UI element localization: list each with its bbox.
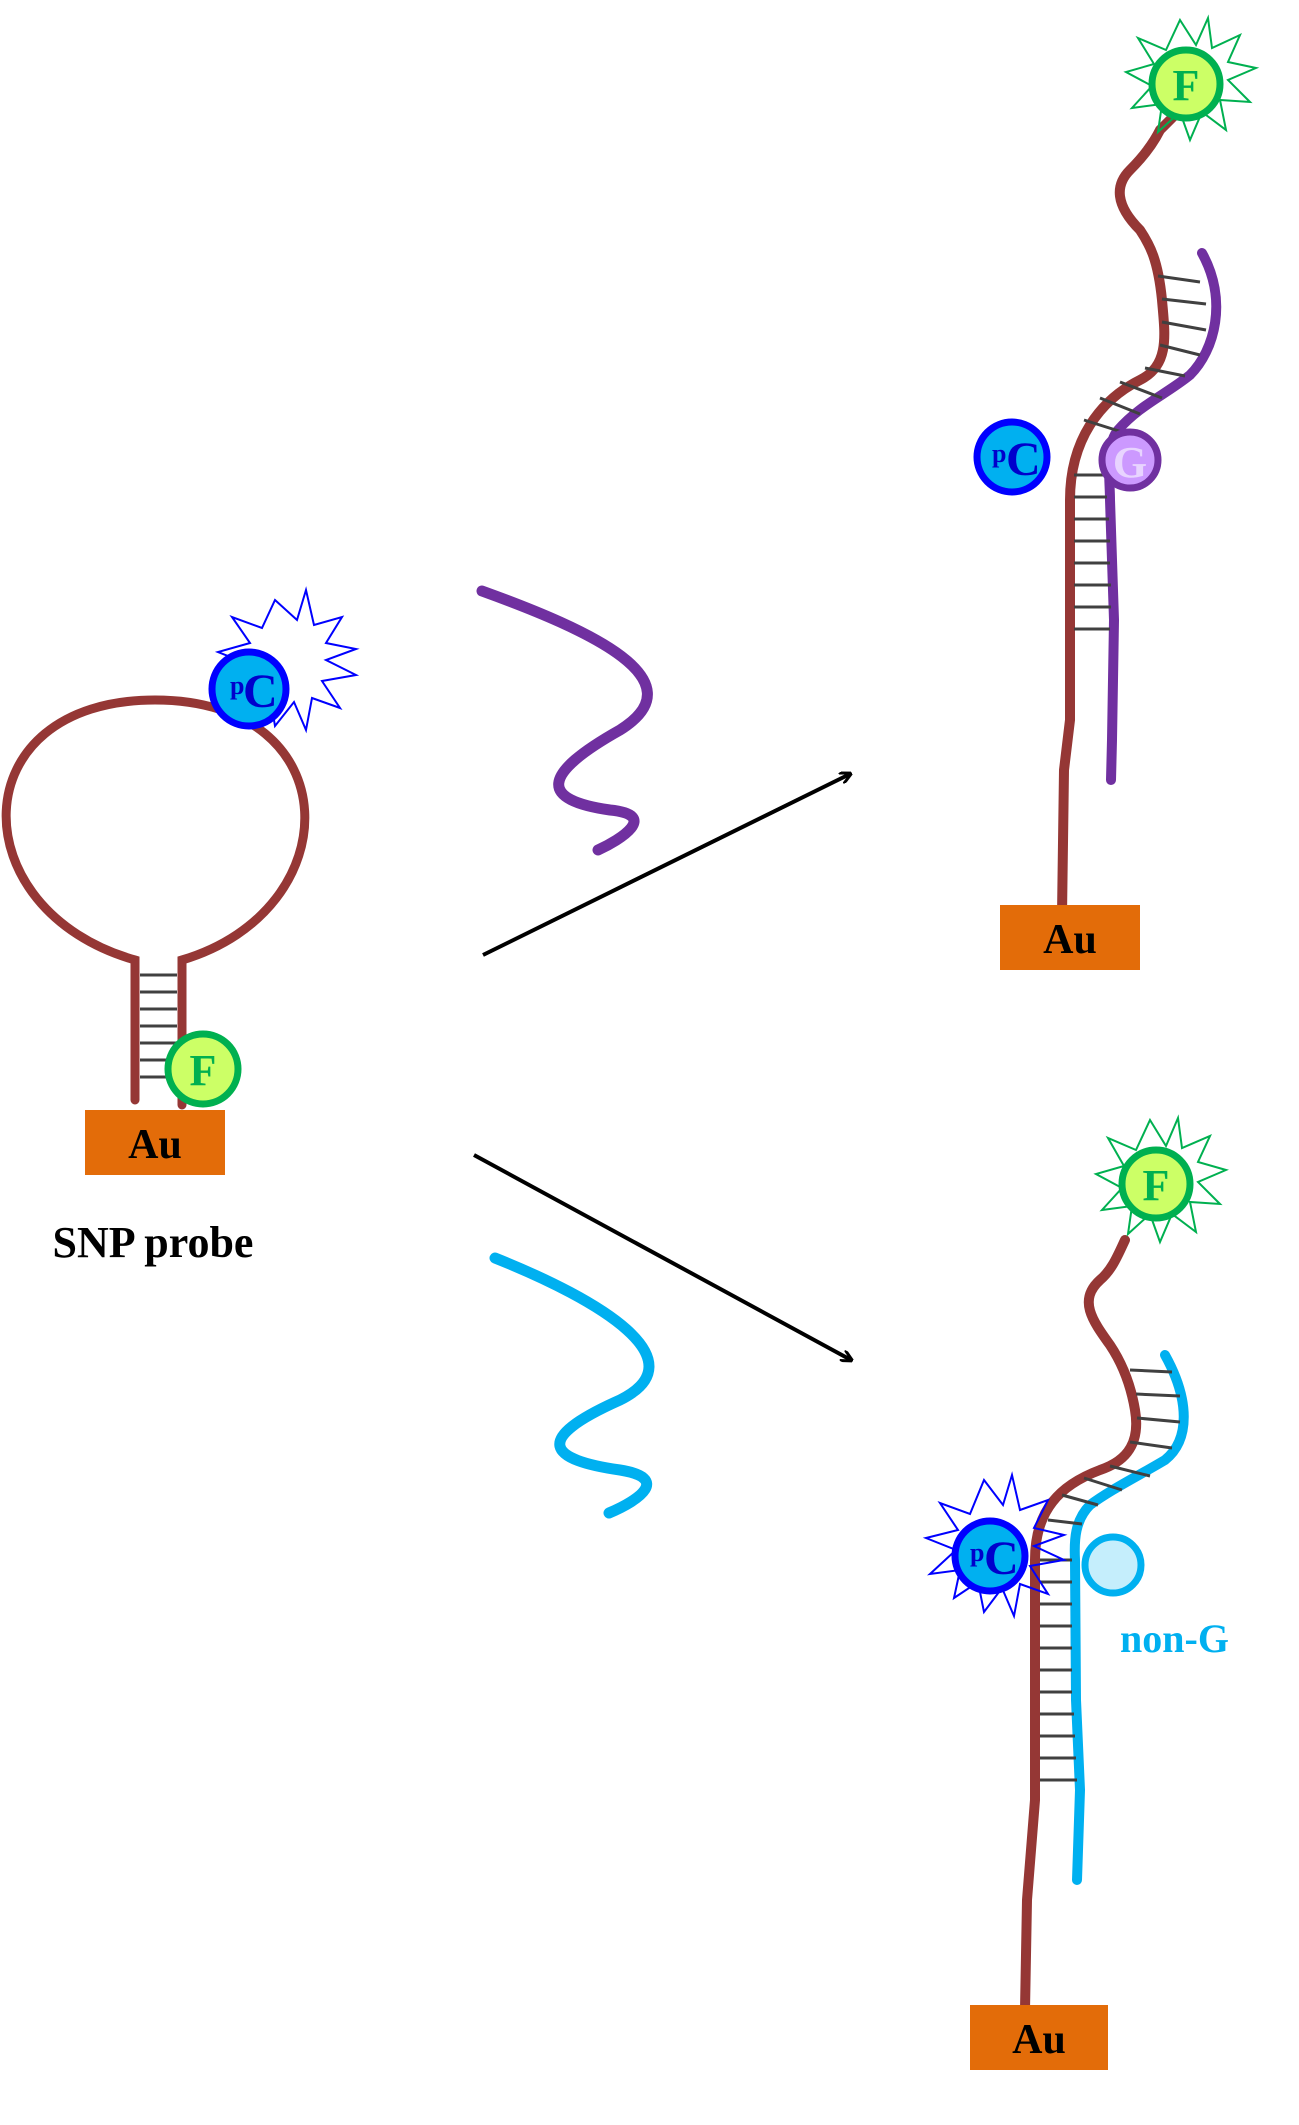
probe-gold-substrate — [85, 1110, 225, 1175]
mismatched-quencher: p C — [922, 1471, 1068, 1620]
mismatched-quencher-sup: p — [970, 1538, 984, 1567]
mismatched-duplex-target — [1069, 1350, 1189, 1885]
mismatched-quencher-label: C — [984, 1532, 1019, 1585]
mismatched-duplex: p C non-G F Au — [922, 1114, 1229, 2070]
matched-quencher-label: C — [1006, 433, 1041, 486]
matched-duplex-probe — [1057, 110, 1180, 920]
snp-probe: p C F Au SNP probe — [1, 586, 360, 1267]
probe-quencher: p C — [208, 586, 360, 734]
mismatched-gold-substrate — [970, 2005, 1108, 2070]
probe-loop-strand — [1, 695, 310, 1110]
fluorophore-label: F — [190, 1046, 217, 1095]
matched-duplex: p C G F Au — [973, 14, 1260, 970]
matched-fluorophore-label: F — [1173, 61, 1200, 110]
matched-quencher: p C — [973, 418, 1051, 496]
arrow-to-mismatched — [473, 1153, 851, 1360]
arrow-to-matched — [482, 774, 850, 957]
mismatched-duplex-rungs — [1040, 1368, 1181, 1782]
quencher-label: C — [243, 665, 278, 718]
mismatched-gold-label: Au — [1012, 2017, 1066, 2063]
matched-g-label: G — [1113, 438, 1147, 487]
mismatched-fluorophore: F — [1093, 1114, 1229, 1245]
mismatched-base — [1081, 1533, 1145, 1597]
matched-target-strand — [476, 585, 653, 856]
matched-g-base: G — [1098, 428, 1162, 492]
mismatched-fluorophore-label: F — [1143, 1161, 1170, 1210]
quencher-burst — [922, 1471, 1068, 1620]
probe-gold-label: Au — [128, 1122, 182, 1168]
matched-gold-substrate — [1000, 905, 1140, 970]
matched-fluorophore: F — [1123, 14, 1260, 143]
probe-stem-rungs — [140, 973, 177, 1079]
quencher-sup-label: p — [230, 671, 244, 700]
quencher-burst — [214, 586, 360, 734]
non-g-label: non-G — [1120, 1616, 1229, 1661]
probe-fluorophore: F — [164, 1030, 242, 1108]
matched-quencher-sup: p — [992, 439, 1006, 468]
mismatched-duplex-probe — [1020, 1235, 1142, 2015]
mismatched-target-strand — [489, 1252, 655, 1519]
matched-gold-label: Au — [1043, 917, 1097, 963]
probe-caption: SNP probe — [53, 1218, 254, 1267]
matched-duplex-rungs — [1074, 274, 1207, 631]
